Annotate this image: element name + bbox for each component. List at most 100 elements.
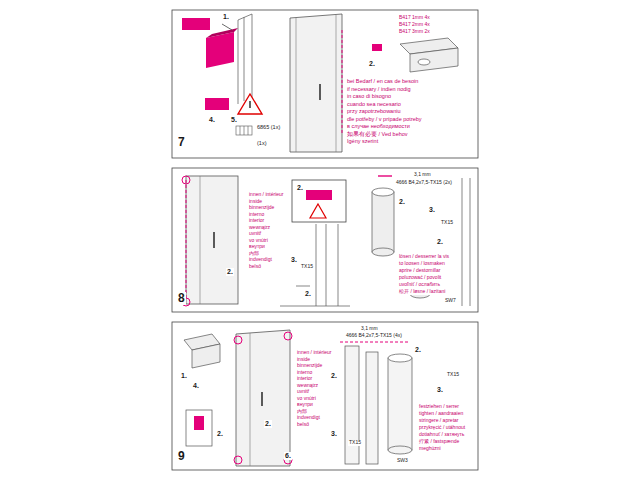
step-number: 1. — [180, 372, 188, 380]
shower-door — [296, 18, 297, 152]
hinge-profile — [372, 188, 394, 196]
wall-profile — [238, 14, 252, 20]
panel-frame — [172, 322, 478, 470]
panel-frame — [172, 10, 478, 470]
note-text: bei Bedarf / en cas de besoin — [346, 78, 419, 84]
spacer-grid — [244, 126, 245, 135]
note-text: innen / intérieur — [296, 350, 332, 356]
note-text: interno — [248, 212, 265, 218]
shower-door — [250, 333, 251, 466]
part-label: 3,1 mm — [413, 172, 432, 178]
note-text: indvendigt — [248, 257, 273, 263]
note-text: belső — [296, 422, 310, 428]
panel-frame — [172, 168, 478, 312]
warning-mark — [249, 101, 250, 108]
note-text: vo vnútri — [296, 396, 317, 402]
spacer-grid — [240, 126, 241, 135]
shower-door — [213, 232, 215, 248]
step-number: 1. — [222, 13, 230, 21]
step-number: 4. — [208, 116, 216, 124]
hinge-bracket — [372, 38, 458, 72]
hinge-profile — [470, 178, 471, 306]
hinge-profile — [462, 178, 463, 306]
arrow-line — [222, 24, 232, 30]
shower-door — [186, 180, 187, 300]
note-text: vo vnútri — [248, 238, 269, 244]
note-text: poluzować / povolit — [398, 275, 442, 281]
frame-profile — [280, 306, 350, 307]
step-number: 2. — [264, 420, 272, 428]
frame-profile — [340, 342, 410, 343]
hinge-detail — [186, 410, 212, 446]
spacer-grid — [236, 126, 252, 135]
note-text: binnenzijde — [296, 363, 323, 369]
note-text: przy zapotrzebowaniu — [346, 108, 402, 114]
note-text: tighten / aandraaien — [418, 411, 464, 417]
note-text: innen / intérieur — [248, 192, 284, 198]
frame-profile — [345, 346, 359, 464]
note-text: belső — [248, 264, 262, 270]
part-label: TX15 — [446, 372, 460, 378]
magenta-block — [206, 32, 234, 68]
note-text: binnenzijde — [248, 205, 275, 211]
part-label: TX15 — [348, 440, 362, 446]
shower-door — [200, 176, 201, 304]
shower-door — [186, 176, 238, 304]
note-text: Igény szerint — [346, 138, 379, 144]
note-text: uvnitř — [296, 389, 310, 395]
warning-triangle — [238, 94, 262, 114]
note-text: uvnitř — [248, 231, 262, 237]
note-text: внутри — [248, 244, 266, 250]
part-label: (1x) — [256, 140, 267, 146]
note-text: meghúzni — [418, 446, 442, 452]
step-number: 2. — [414, 346, 422, 354]
pink-tag — [182, 18, 210, 30]
note-text: 内部 — [248, 251, 260, 257]
frame-profile — [388, 446, 412, 454]
note-text: wewnątrz — [296, 383, 319, 389]
note-text: in caso di bisogno — [346, 93, 392, 99]
part-label: 4666 B4,2x7,5-TX15 (4x) — [345, 333, 403, 339]
step-number: 2. — [330, 372, 338, 380]
hinge-profile — [372, 176, 470, 306]
part-label: B417 1mm 4x — [398, 15, 431, 21]
detail-view — [292, 180, 346, 222]
note-text: внутри — [296, 402, 314, 408]
part-label: 3,1 mm — [360, 326, 379, 332]
part-label: SW7 — [444, 298, 457, 304]
shower-door — [182, 176, 190, 184]
hinge-bracket — [372, 44, 382, 51]
hinge-detail — [194, 416, 204, 430]
step-number: 2. — [398, 198, 406, 206]
part-label: SW3 — [396, 458, 409, 464]
shower-door — [182, 176, 238, 306]
note-text: 拧紧 / fastspænde — [418, 439, 460, 445]
spacer-grid — [248, 126, 249, 135]
part-label: TX15 — [300, 264, 314, 270]
note-text: to loosen / losmaken — [398, 261, 446, 267]
hinge-bracket — [410, 48, 458, 72]
note-text: в случае необходимости — [346, 123, 411, 129]
step-number: 2. — [296, 184, 304, 192]
note-text: dle potřeby / v prípade potreby — [346, 116, 423, 122]
panel-frame — [172, 10, 478, 158]
step-number: 3. — [330, 430, 338, 438]
step-number: 5. — [230, 116, 238, 124]
shower-door — [234, 330, 292, 466]
shower-door — [290, 14, 342, 152]
shower-door — [342, 30, 343, 135]
wall-profile — [244, 17, 245, 101]
note-text: festziehen / serrer — [418, 404, 460, 410]
panel-number: 8 — [177, 292, 186, 305]
frame-profile — [388, 354, 412, 362]
frame-profile — [280, 224, 350, 306]
note-text: interior — [248, 218, 265, 224]
note-text: interior — [296, 376, 313, 382]
note-text: stringere / apretar — [418, 418, 459, 424]
shower-door — [284, 332, 292, 340]
detail-view — [306, 190, 332, 200]
spacer-grid — [236, 126, 252, 135]
note-text: interno — [296, 370, 313, 376]
